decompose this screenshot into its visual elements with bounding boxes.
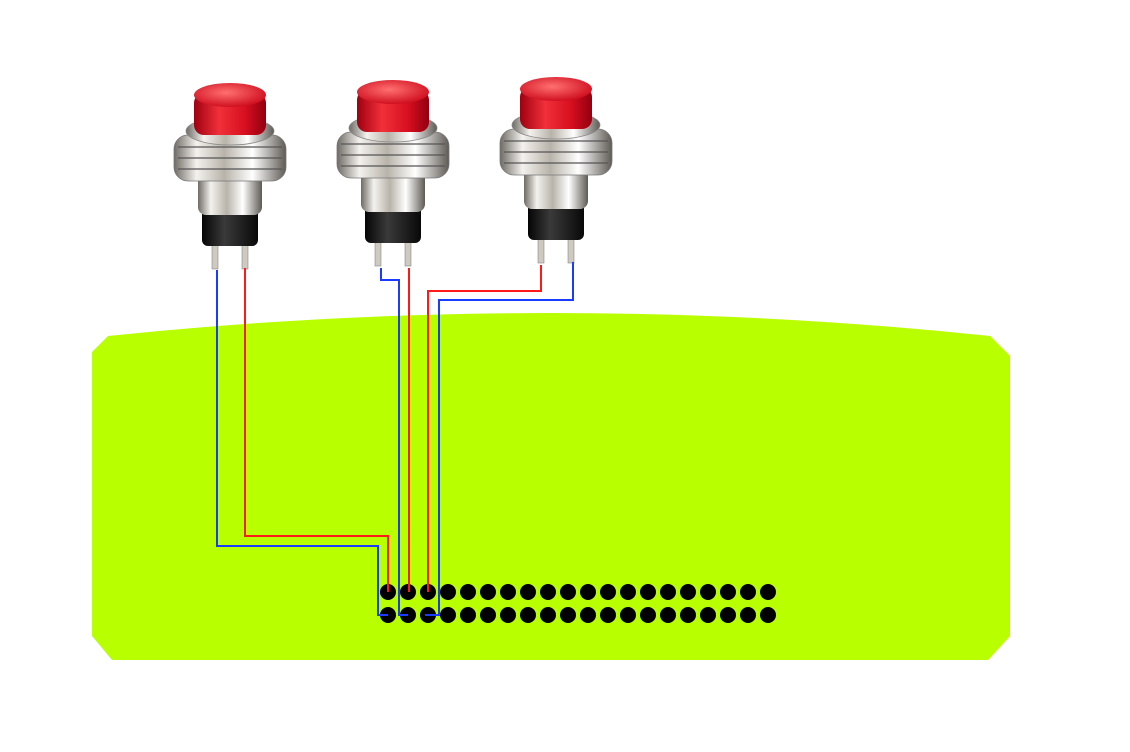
header-pin [500,584,516,600]
push-button [336,80,450,267]
push-button [499,77,613,264]
button-body [198,173,262,215]
header-pin [620,607,636,623]
button-leg [567,236,575,264]
ground-wire [216,270,388,616]
header-pin [520,584,536,600]
header-pin [600,584,616,600]
button-cap-top [520,77,592,101]
header-pin [460,607,476,623]
header-pin [720,584,736,600]
push-buttons [173,77,613,270]
header-pin [540,584,556,600]
signal-wire [427,265,542,592]
header-pin [560,584,576,600]
header-pin [680,607,696,623]
header-pin [540,607,556,623]
ground-wire [425,262,574,616]
button-base [365,205,421,243]
header-pin [440,607,456,623]
header-pin [720,607,736,623]
button-leg [404,239,412,267]
button-leg [537,236,545,264]
header-pin [760,607,776,623]
header-pin [700,584,716,600]
header-pin [480,607,496,623]
header-pin [740,584,756,600]
header-pin [580,607,596,623]
button-cap-top [194,83,266,107]
push-button [173,83,287,270]
header-pin [660,584,676,600]
header-pin [520,607,536,623]
circuit-board [92,313,1010,660]
button-leg [241,242,249,270]
signal-wire [244,268,389,592]
header-pin [760,584,776,600]
header-pin [460,584,476,600]
button-body [524,167,588,209]
wires [216,262,574,616]
header-pin [700,607,716,623]
button-base [202,208,258,246]
button-leg [211,242,219,270]
button-leg [374,239,382,267]
header-pin [740,607,756,623]
button-body [361,170,425,212]
header-pin [640,607,656,623]
header-pin [620,584,636,600]
header-pin [500,607,516,623]
button-base [528,202,584,240]
header-pin [440,584,456,600]
header-pin [600,607,616,623]
ground-wire [380,268,408,616]
header-pin [680,584,696,600]
header-pin [580,584,596,600]
header-pin [560,607,576,623]
header-pin [660,607,676,623]
button-cap-top [357,80,429,104]
header-pin [480,584,496,600]
header-pin [640,584,656,600]
